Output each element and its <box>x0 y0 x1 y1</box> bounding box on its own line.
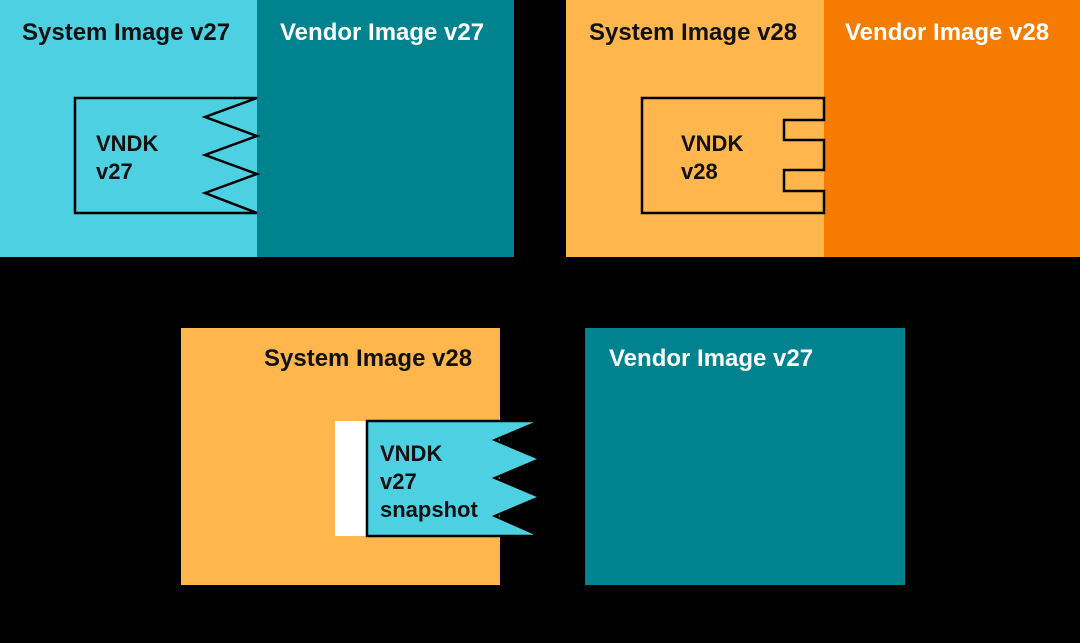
vndk-label-line-3: snapshot <box>380 497 478 522</box>
vndk-v27-snapshot-module <box>365 419 544 538</box>
system-image-label: System Image v28 <box>264 345 472 372</box>
vndk-label-line-2: v28 <box>681 159 718 184</box>
vndk-label-line-2: v27 <box>380 469 417 494</box>
vendor-socket-cutout <box>540 421 585 536</box>
vndk-label-line-2: v27 <box>96 159 133 184</box>
system-image-label: System Image v27 <box>22 19 230 46</box>
panel-top-right: System Image v28 Vendor Image v28 VNDK v… <box>566 0 1080 257</box>
vendor-image-v28-block <box>824 0 1080 257</box>
panel-top-left: System Image v27 Vendor Image v27 VNDK v… <box>0 0 514 257</box>
system-image-label: System Image v28 <box>589 19 797 46</box>
vendor-image-v27-block <box>257 0 514 257</box>
vndk-v28-module <box>640 96 826 215</box>
vndk-gap <box>335 421 367 536</box>
vendor-image-label: Vendor Image v27 <box>609 345 813 372</box>
vndk-label-line-1: VNDK <box>681 131 743 156</box>
vendor-image-label: Vendor Image v28 <box>845 19 1049 46</box>
vendor-image-label: Vendor Image v27 <box>280 19 484 46</box>
vendor-image-v27-block <box>585 328 905 585</box>
vndk-v27-module <box>73 96 261 215</box>
panel-bottom: System Image v28 Vendor Image v27 VNDK v… <box>181 328 905 585</box>
vndk-label-line-1: VNDK <box>380 441 442 466</box>
vndk-label-line-1: VNDK <box>96 131 158 156</box>
